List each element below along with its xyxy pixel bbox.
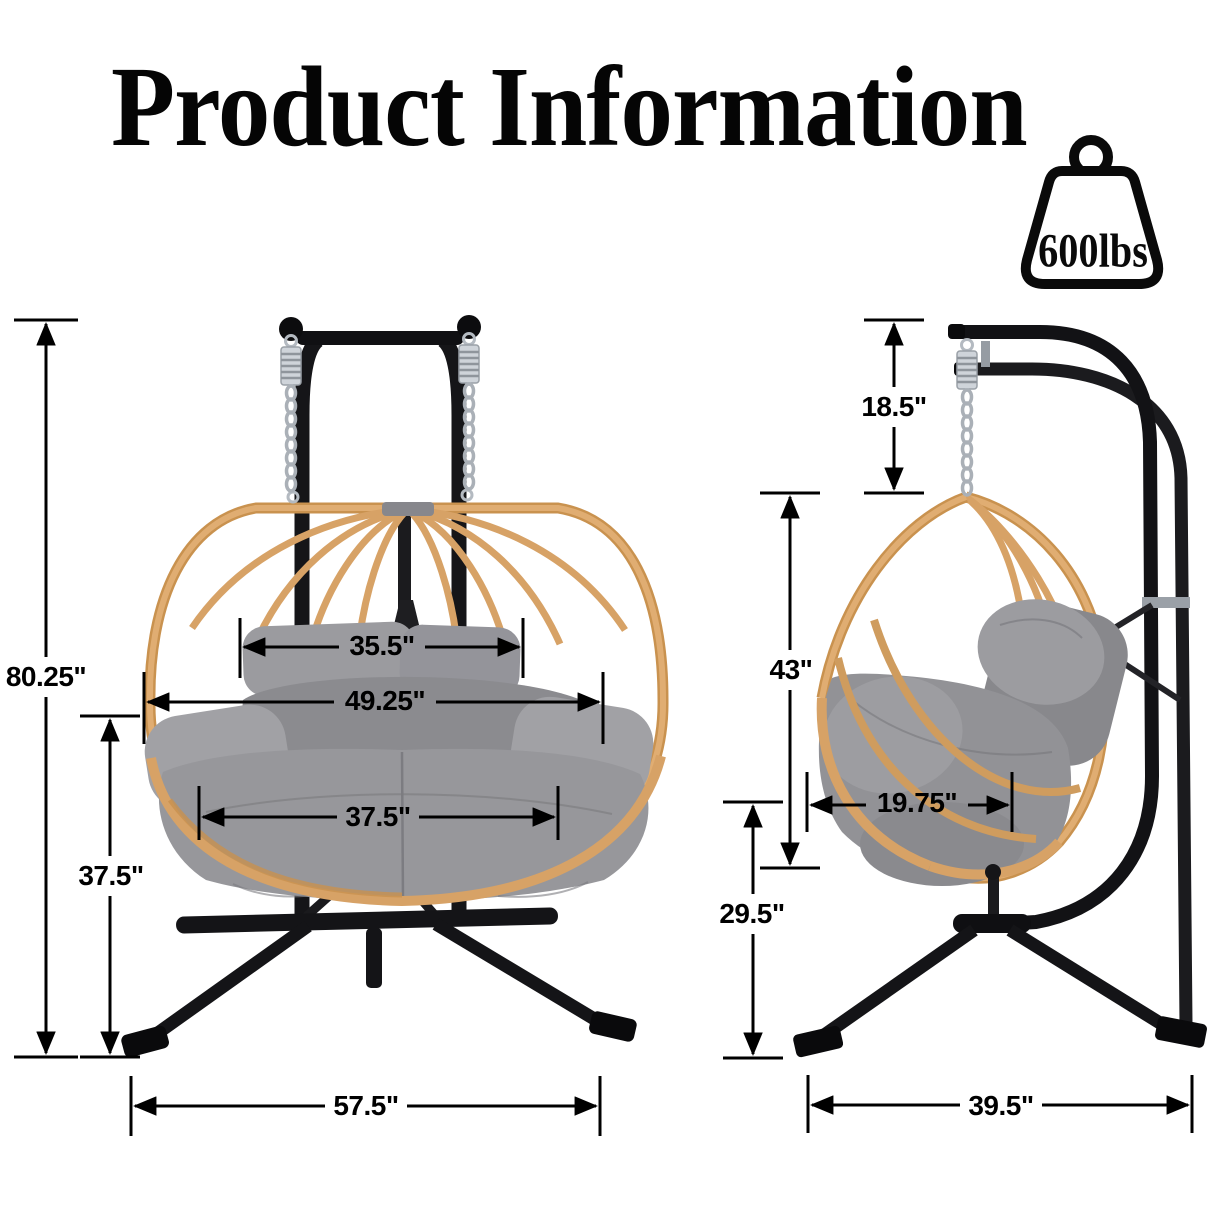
- dimension-lines: [14, 318, 1194, 1136]
- side-cushions: [818, 599, 1128, 886]
- front-basket-rim: [146, 754, 666, 907]
- dim-overall-height: 80.25": [5, 661, 87, 692]
- dim-chair-height: 43": [769, 654, 813, 685]
- dim-front-seat-to-floor: 37.5": [78, 860, 144, 891]
- front-stand: [279, 315, 481, 925]
- weight-icon: [1020, 135, 1164, 289]
- side-view: [793, 324, 1207, 1058]
- dim-pillow-width: 35.5": [349, 630, 415, 661]
- side-stand: [948, 324, 1193, 1025]
- page-title: Product Information: [111, 43, 1028, 170]
- side-basket-bands: [816, 618, 1082, 880]
- spring-chain: [955, 337, 979, 497]
- dim-side-seat-to-floor: 29.5": [719, 898, 785, 929]
- dim-seat-depth: 19.75": [876, 787, 958, 818]
- dim-seat-width: 37.5": [345, 801, 411, 832]
- dim-stand-clearance: 18.5": [861, 391, 927, 422]
- dim-chair-width: 49.25": [344, 685, 426, 716]
- dim-base-depth: 39.5": [968, 1090, 1034, 1121]
- weight-capacity-label: 600lbs: [1038, 224, 1148, 278]
- front-base: [121, 876, 637, 1058]
- side-base: [793, 864, 1207, 1058]
- dim-base-width: 57.5": [333, 1090, 399, 1121]
